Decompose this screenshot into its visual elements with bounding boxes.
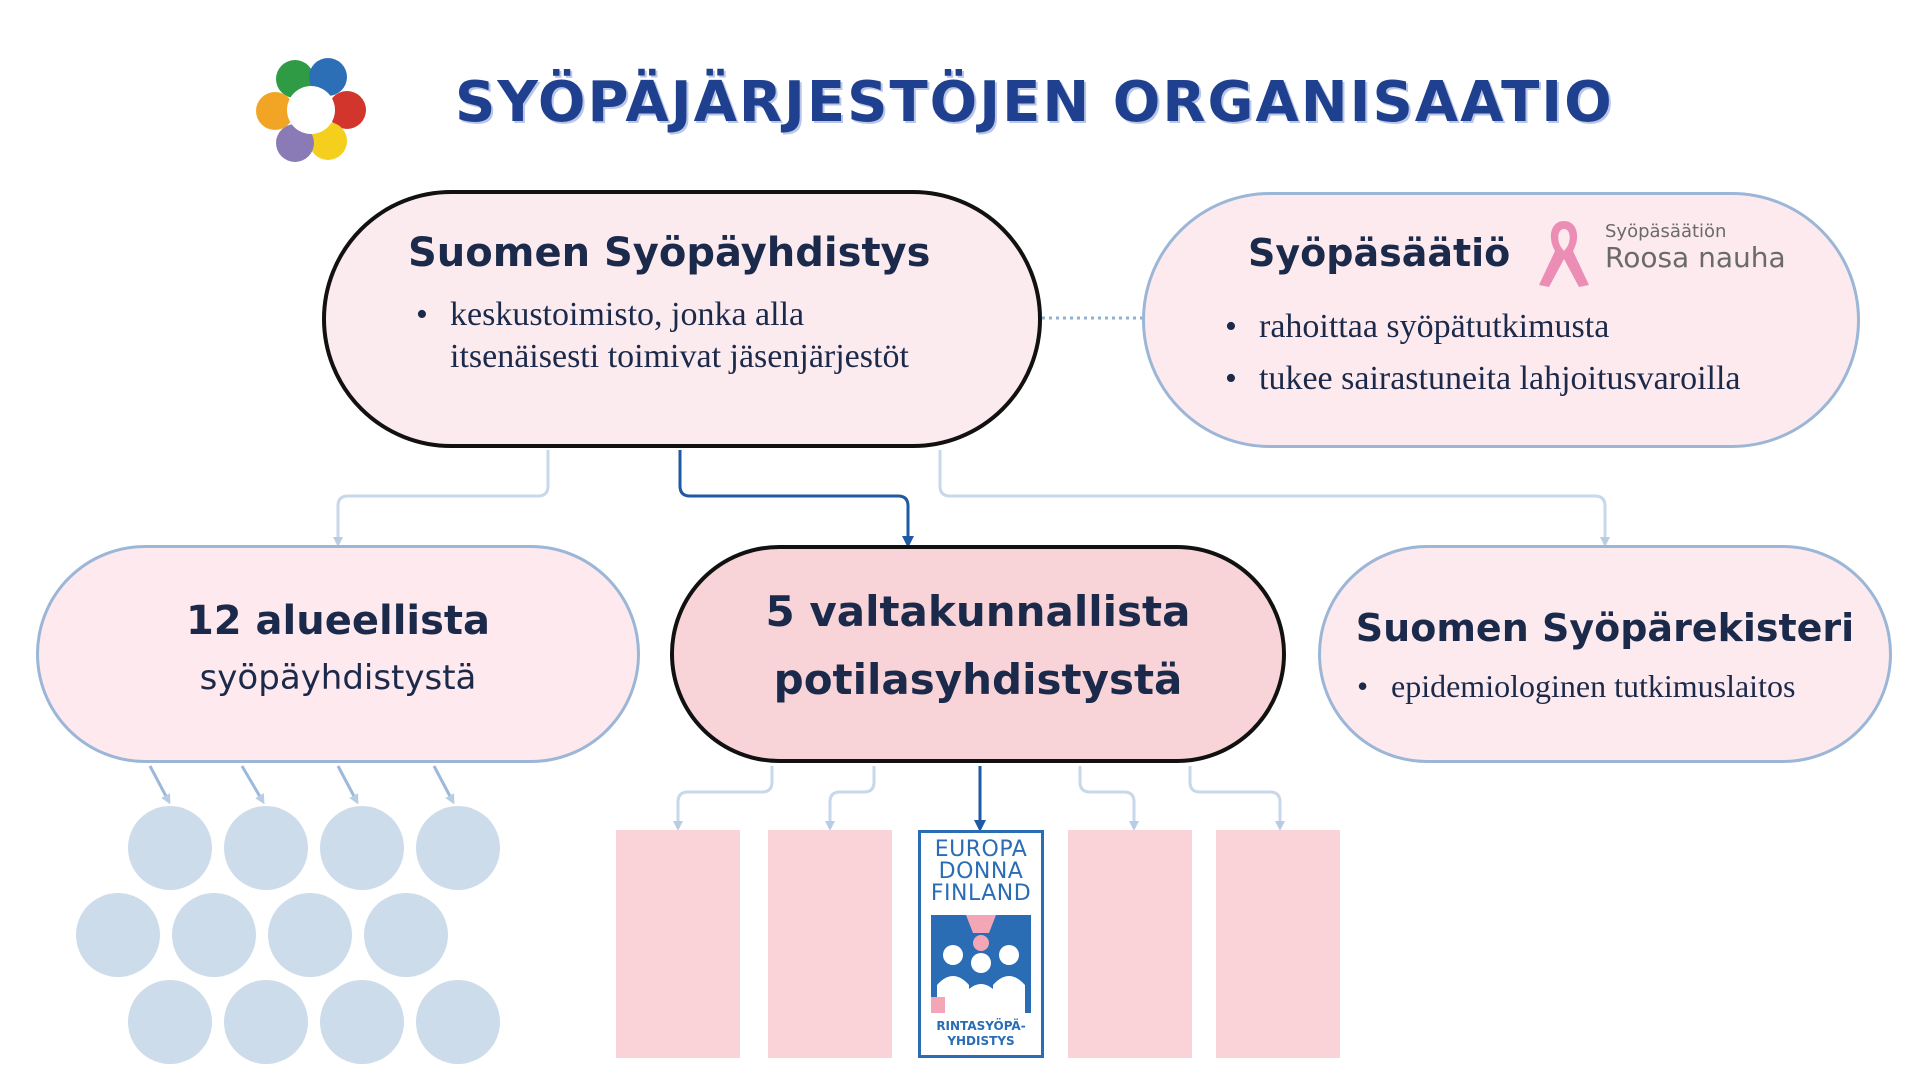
regional-association-circle: [224, 806, 308, 890]
europa-donna-subtitle: RINTASYÖPÄ- YHDISTYS: [921, 1019, 1041, 1049]
regional-association-circle: [224, 980, 308, 1064]
regional-association-circle: [128, 980, 212, 1064]
main-organization-box: Suomen Syöpäyhdistys keskustoimisto, jon…: [322, 190, 1042, 448]
europa-donna-line-1: EUROPA: [934, 837, 1028, 862]
regional-association-circle: [128, 806, 212, 890]
regional-association-circle: [268, 893, 352, 977]
regional-association-circle: [172, 893, 256, 977]
regional-association-circle: [416, 980, 500, 1064]
national-associations-count: 5 valtakunnallista: [765, 587, 1191, 636]
regional-associations-count: 12 alueellista: [185, 598, 491, 644]
roosa-logo-line-2: Roosa nauha: [1605, 241, 1786, 274]
europa-donna-line-3: FINLAND: [930, 881, 1032, 906]
organization-logo-icon: [256, 58, 366, 162]
regional-association-circle: [76, 893, 160, 977]
regional-association-circle: [416, 806, 500, 890]
europa-donna-text: EUROPA DONNA FINLAND: [921, 839, 1041, 905]
europa-donna-line-2: DONNA: [938, 859, 1024, 884]
page-title: SYÖPÄJÄRJESTÖJEN ORGANISAATIO: [455, 70, 1614, 135]
pink-ribbon-icon: [1539, 221, 1589, 287]
roosa-logo-line-1: Syöpäsäätiön: [1605, 221, 1727, 242]
cancer-registry-name: Suomen Syöpärekisteri: [1355, 606, 1855, 650]
cancer-registry-bullets: epidemiologinen tutkimuslaitos: [1357, 666, 1795, 706]
regional-associations-label: syöpäyhdistystä: [199, 658, 477, 698]
national-associations-label: potilasyhdistystä: [773, 655, 1183, 704]
main-organization-name: Suomen Syöpäyhdistys: [408, 230, 931, 276]
main-organization-bullet-line-2: itsenäisesti toimivat jäsenjärjestöt: [450, 338, 909, 375]
national-association-box: [1068, 830, 1192, 1058]
cancer-registry-box: Suomen Syöpärekisteri epidemiologinen tu…: [1318, 545, 1892, 763]
national-association-box: [616, 830, 740, 1058]
roosa-nauha-logo-text: Syöpäsäätiön Roosa nauha: [1605, 222, 1786, 274]
europa-donna-line-4: RINTASYÖPÄ-: [936, 1019, 1026, 1033]
foundation-name: Syöpäsäätiö: [1248, 231, 1511, 275]
europa-donna-line-5: YHDISTYS: [947, 1034, 1015, 1048]
national-associations-box: 5 valtakunnallista potilasyhdistystä: [670, 545, 1286, 763]
regional-associations-box: 12 alueellista syöpäyhdistystä: [36, 545, 640, 763]
foundation-bullets: rahoittaa syöpätutkimusta tukee sairastu…: [1225, 301, 1741, 405]
national-association-box: [1216, 830, 1340, 1058]
regional-association-circle: [320, 806, 404, 890]
foundation-bullet: tukee sairastuneita lahjoitusvaroilla: [1225, 353, 1741, 405]
europa-donna-figures-icon: [931, 915, 1031, 1013]
cancer-registry-bullet: epidemiologinen tutkimuslaitos: [1357, 666, 1795, 706]
europa-donna-logo: EUROPA DONNA FINLAND RINTASYÖPÄ- YHDISTY…: [918, 830, 1044, 1058]
regional-association-circle: [320, 980, 404, 1064]
regional-association-circle: [364, 893, 448, 977]
national-association-box: [768, 830, 892, 1058]
foundation-bullet: rahoittaa syöpätutkimusta: [1225, 301, 1741, 353]
main-organization-bullet: keskustoimisto, jonka alla itsenäisesti …: [416, 294, 909, 378]
foundation-box: Syöpäsäätiö rahoittaa syöpätutkimusta tu…: [1142, 192, 1860, 448]
main-organization-bullet-line-1: keskustoimisto, jonka alla: [450, 296, 805, 333]
main-organization-bullets: keskustoimisto, jonka alla itsenäisesti …: [416, 294, 909, 378]
